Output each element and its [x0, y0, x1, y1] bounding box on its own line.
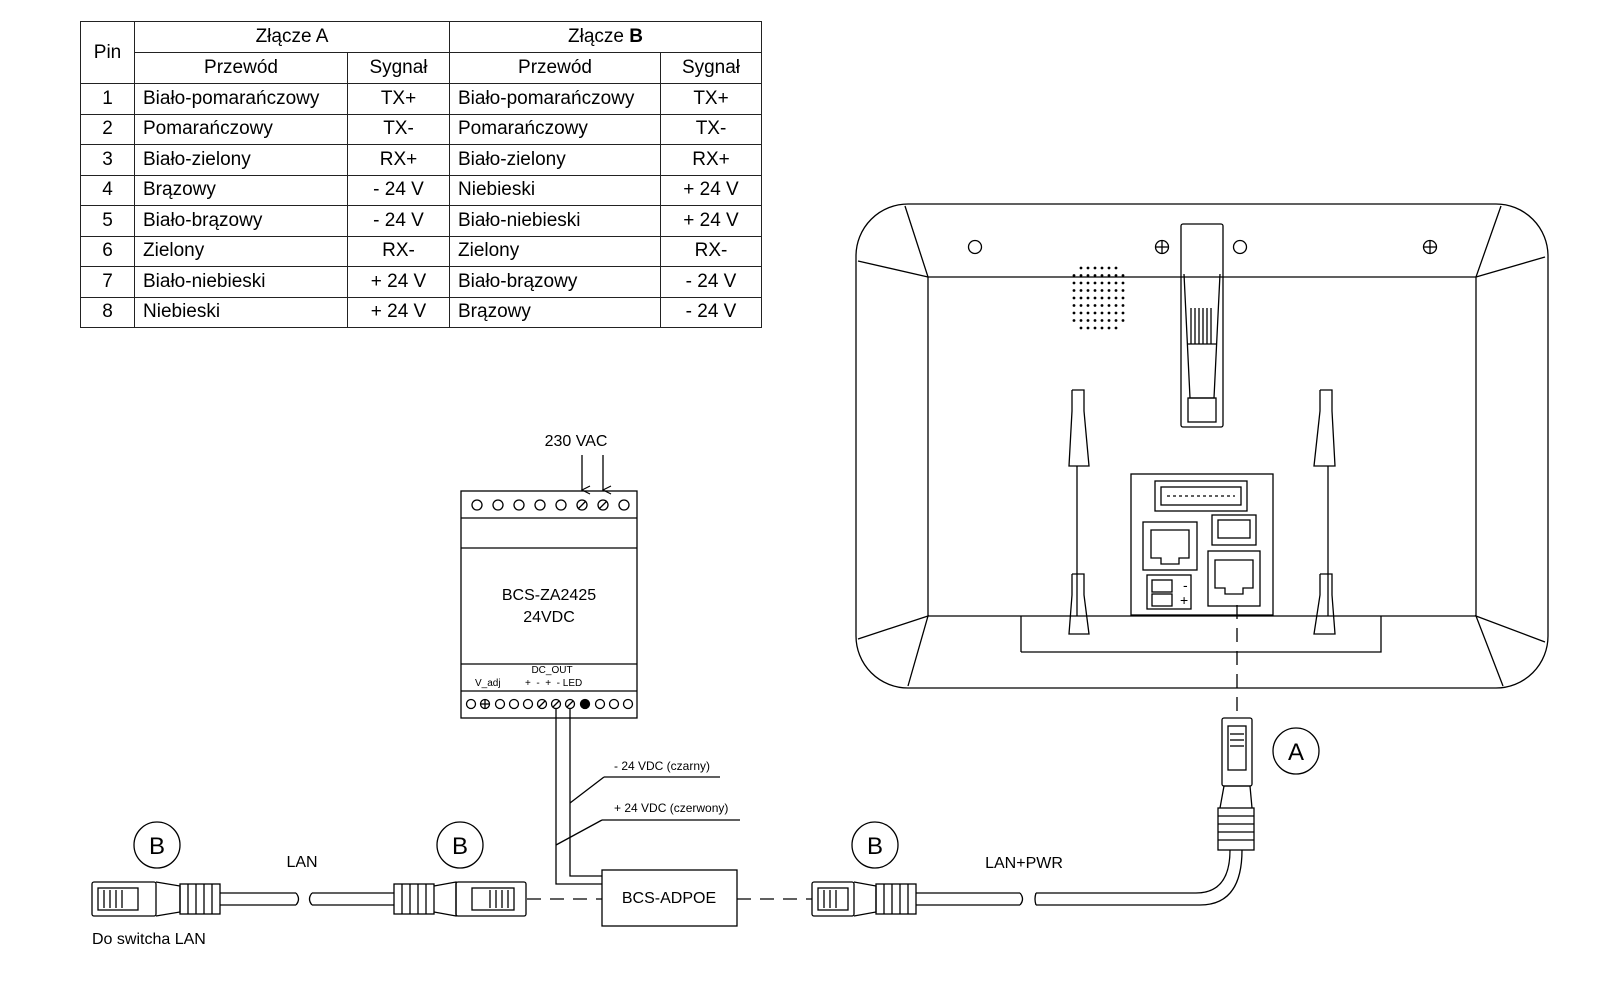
callout-b-2 [436, 821, 484, 869]
poe-adapter: BCS-ADPOE [601, 869, 738, 927]
b-wire-cell: Brązowy [449, 296, 661, 328]
terminal-plus-label: + [1180, 592, 1188, 608]
a-signal-cell: RX- [347, 235, 450, 267]
power-supply: 230 VAC BCS-ZA2425 24VDC DC_OUT V_adj + … [460, 433, 638, 719]
b-signal-cell: TX- [660, 113, 762, 145]
power-supply-voltage: 24VDC [523, 609, 575, 626]
monitor-back: - + [855, 203, 1549, 689]
a-wire-cell: Biało-niebieski [134, 266, 348, 298]
a-signal-header: Sygnał [347, 52, 450, 84]
rj45-plug-switch [91, 881, 300, 917]
b-signal-cell: + 24 V [660, 205, 762, 237]
dashed-links [527, 605, 1238, 900]
a-wire-cell: Biało-brązowy [134, 205, 348, 237]
positive-wire [569, 709, 602, 877]
pin-cell: 7 [80, 266, 135, 298]
adapter-label: BCS-ADPOE [622, 890, 716, 907]
callout-b-1 [133, 821, 181, 869]
callout-a-letter: A [1288, 739, 1304, 766]
a-signal-cell: TX+ [347, 83, 450, 115]
top-terminals [471, 499, 630, 511]
screw-icon [1422, 239, 1438, 255]
to-switch-label: Do switcha LAN [92, 931, 206, 948]
monitor-housing [855, 203, 1549, 689]
a-signal-cell: + 24 V [347, 296, 450, 328]
callout-b-3 [851, 821, 899, 869]
ac-input-label: 230 VAC [545, 433, 608, 450]
screw-icon [1154, 239, 1170, 255]
b-wire-cell: Pomarańczowy [449, 113, 661, 145]
negative-wire-label: - 24 VDC (czarny) [614, 759, 710, 773]
pin-cell: 8 [80, 296, 135, 328]
polarity-label: + - + - LED [525, 678, 582, 689]
callout-b-3-letter: B [867, 833, 883, 860]
rj45-socket [1142, 521, 1198, 571]
rj45-socket-lan [1207, 550, 1261, 607]
pinout-table: Pin Złącze A Złącze B Przewód Sygnał Prz… [80, 21, 762, 328]
connector-b-prefix: Złącze [568, 26, 630, 47]
connector-b-letter: B [629, 26, 643, 47]
b-wire-cell: Biało-niebieski [449, 205, 661, 237]
pin-header: Pin [80, 21, 135, 84]
stand-clip [1180, 223, 1224, 428]
power-terminal [1146, 574, 1192, 610]
monitor-cable [1034, 717, 1255, 906]
terminal-minus-label: - [1183, 577, 1188, 593]
a-wire-cell: Niebieski [134, 296, 348, 328]
b-wire-cell: Biało-zielony [449, 144, 661, 176]
a-wire-cell: Biało-pomarańczowy [134, 83, 348, 115]
positive-wire-label: + 24 VDC (czerwony) [614, 801, 728, 815]
dc-wires: - 24 VDC (czarny) + 24 VDC (czerwony) [555, 709, 740, 885]
pin-cell: 4 [80, 174, 135, 206]
negative-wire [555, 709, 602, 885]
bottom-terminals [465, 698, 634, 710]
b-wire-header: Przewód [449, 52, 661, 84]
b-signal-cell: RX- [660, 235, 762, 267]
pin-cell: 1 [80, 83, 135, 115]
lan-pwr-label: LAN+PWR [985, 855, 1063, 872]
b-wire-cell: Biało-pomarańczowy [449, 83, 661, 115]
callout-b-2-letter: B [452, 833, 468, 860]
v-adj-label: V_adj [475, 678, 501, 689]
connector-a-header: Złącze A [134, 21, 450, 53]
b-signal-cell: - 24 V [660, 296, 762, 328]
b-signal-cell: TX+ [660, 83, 762, 115]
pin-cell: 3 [80, 144, 135, 176]
mounting-hooks [1068, 389, 1336, 635]
lan-label: LAN [286, 854, 317, 871]
callout-a [1272, 727, 1320, 775]
speaker-grille-icon [1072, 266, 1125, 330]
a-wire-cell: Brązowy [134, 174, 348, 206]
rj45-plug-middle [308, 881, 527, 917]
power-supply-model: BCS-ZA2425 [502, 587, 596, 604]
connector-panel [1130, 473, 1274, 616]
callout-b-1-letter: B [149, 833, 165, 860]
callouts [133, 727, 1320, 869]
a-wire-header: Przewód [134, 52, 348, 84]
adapter-body [601, 869, 738, 927]
b-wire-cell: Biało-brązowy [449, 266, 661, 298]
dc-out-label: DC_OUT [531, 665, 572, 676]
a-wire-cell: Pomarańczowy [134, 113, 348, 145]
b-signal-header: Sygnał [660, 52, 762, 84]
power-supply-body [460, 490, 638, 719]
a-signal-cell: - 24 V [347, 205, 450, 237]
pin-cell: 5 [80, 205, 135, 237]
rj45-plug-lan-pwr [811, 881, 1024, 917]
b-signal-cell: RX+ [660, 144, 762, 176]
